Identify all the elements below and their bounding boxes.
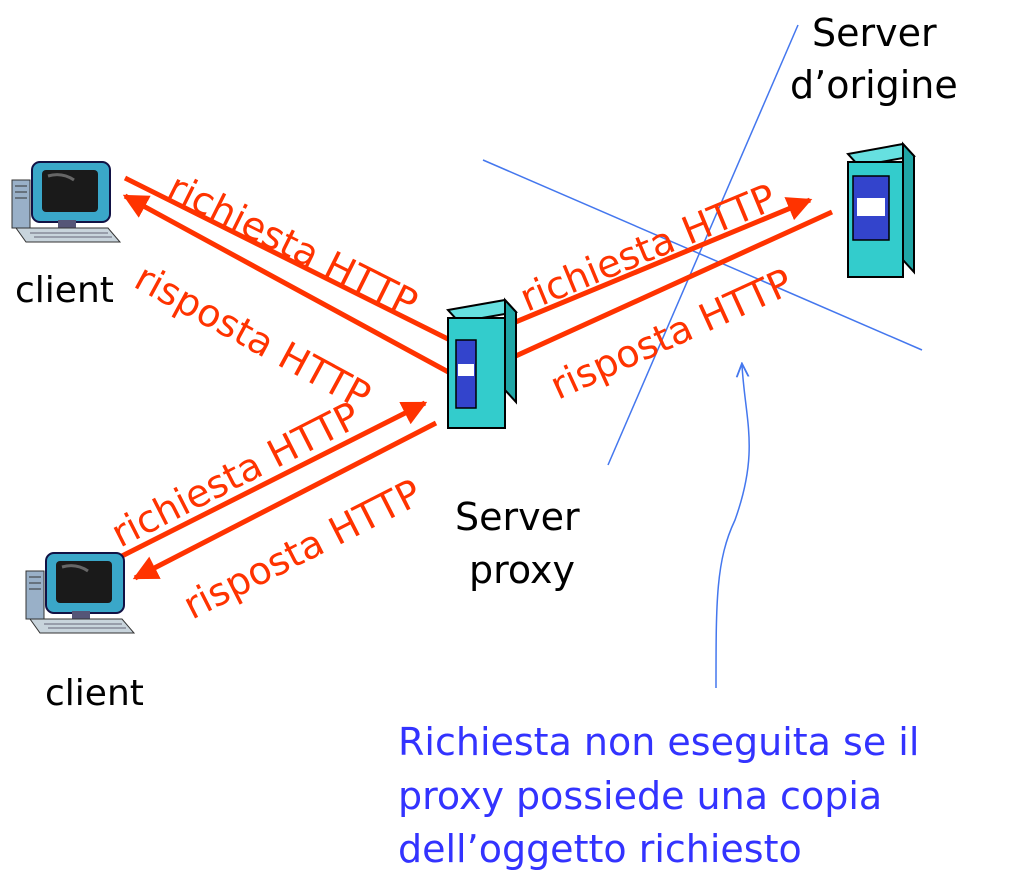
- proxy-to-origin-request-arrow: [459, 197, 813, 348]
- top-client-request-arrow: [123, 175, 462, 348]
- origin-server-icon: [846, 141, 916, 278]
- note-line1: Richiesta non eseguita se il: [398, 720, 919, 764]
- proxy-server-label-line1: Server: [455, 495, 580, 539]
- note-pointer-arrow: [715, 365, 750, 689]
- bottom-client-response-arrow: [132, 420, 438, 581]
- origin-server-label-line2: d’origine: [790, 63, 958, 107]
- proxy-server-icon: [446, 297, 518, 429]
- proxy-server-label-line2: proxy: [469, 548, 575, 592]
- origin-server-label-line1: Server: [812, 11, 937, 55]
- strike-line-shallow: [482, 159, 923, 351]
- note-line2: proxy possiede una copia: [398, 774, 882, 818]
- client-top-computer-icon: [11, 161, 122, 243]
- bottom-client-request-arrow: [116, 400, 428, 561]
- client-top-label: client: [15, 270, 114, 311]
- client-bottom-computer-icon: [25, 552, 136, 634]
- client-bottom-label: client: [45, 673, 144, 714]
- note-line3: dell’oggetto richiesto: [398, 827, 802, 871]
